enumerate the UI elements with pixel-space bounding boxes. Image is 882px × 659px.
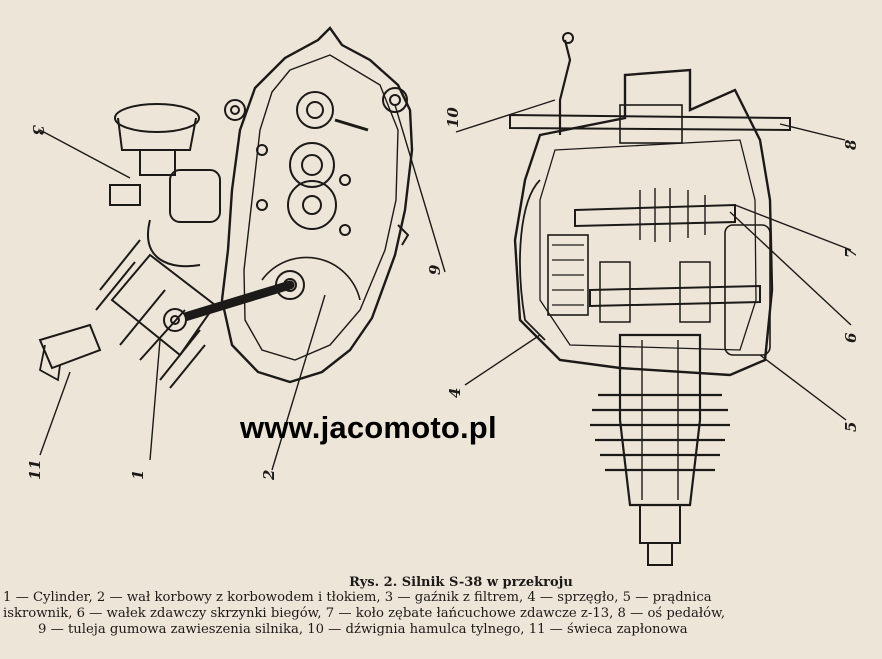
label-7: 7 xyxy=(842,247,860,258)
label-8: 8 xyxy=(842,139,860,150)
caption-title: Rys. 2. Silnik S-38 w przekroju xyxy=(349,575,573,590)
label-9: 9 xyxy=(426,264,444,275)
label-2: 2 xyxy=(260,470,278,481)
caption-line-2: iskrownik, 6 — wałek zdawczy skrzynki bi… xyxy=(3,606,726,621)
label-5: 5 xyxy=(842,422,860,432)
label-10: 10 xyxy=(444,107,462,128)
figure-caption: Rys. 2. Silnik S-38 w przekroju 1 — Cyli… xyxy=(0,575,882,638)
label-3: 3 xyxy=(29,125,47,135)
left-engine-side-view xyxy=(38,26,414,389)
right-engine-cross-section xyxy=(509,32,791,566)
leader-lines xyxy=(39,99,852,471)
label-6: 6 xyxy=(842,332,860,343)
label-1: 1 xyxy=(129,470,147,480)
engine-cross-section-drawing: 3 1 2 9 10 4 11 8 7 6 5 xyxy=(26,26,860,566)
caption-line-1: 1 — Cylinder, 2 — wał korbowy z korbowod… xyxy=(3,590,712,605)
caption-line-3: 9 — tuleja gumowa zawieszenia silnika, 1… xyxy=(38,622,688,637)
label-11: 11 xyxy=(26,459,44,480)
watermark-text: www.jacomoto.pl xyxy=(240,410,497,445)
label-4: 4 xyxy=(446,388,464,398)
